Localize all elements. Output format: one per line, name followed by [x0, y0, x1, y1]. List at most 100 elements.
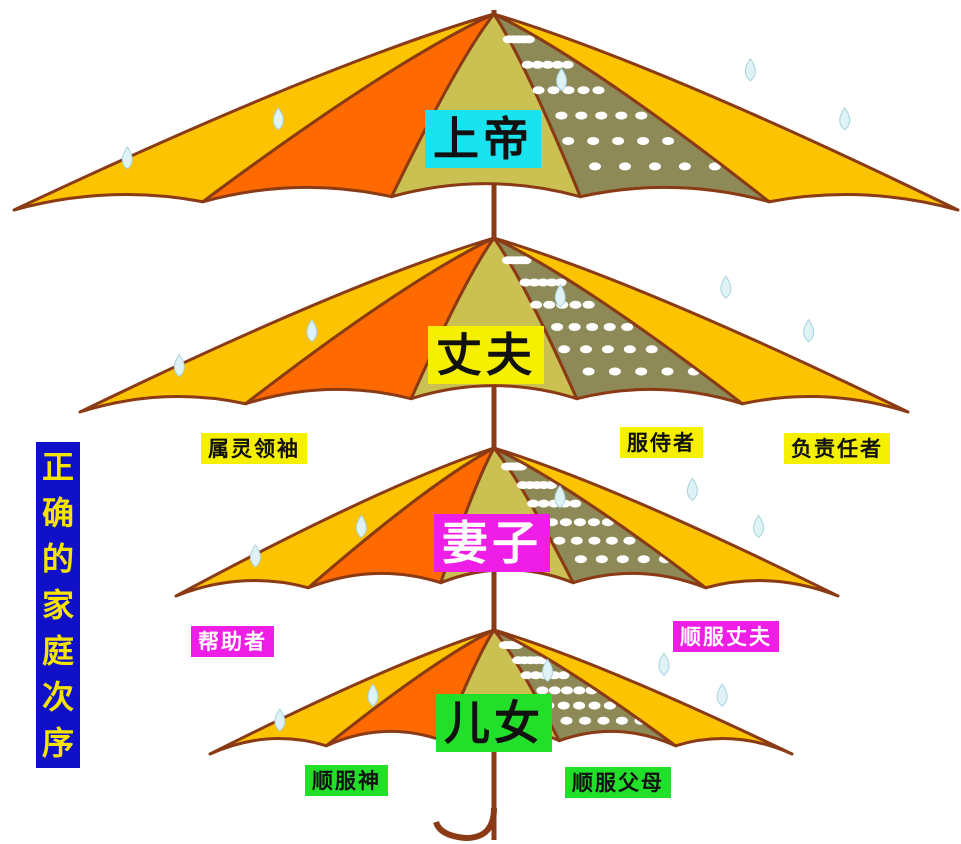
side-title-char: 正: [41, 448, 74, 486]
raindrop: [744, 57, 756, 82]
polka-dot: [570, 536, 583, 545]
umbrella-panel: [492, 446, 840, 598]
label-husband: 丈夫: [428, 326, 544, 384]
raindrop: [803, 318, 815, 343]
polka-dot: [537, 499, 550, 508]
side-title-correct-family-order: 正 确 的 家 庭 次 序: [36, 442, 80, 768]
polka-dot: [551, 323, 564, 331]
polka-dot: [592, 86, 605, 95]
polka-dot: [551, 60, 564, 69]
polka-dot: [522, 35, 535, 44]
polka-dot: [520, 671, 533, 680]
polka-dot: [557, 671, 570, 680]
polka-dot: [645, 345, 658, 354]
polka-dot: [557, 701, 570, 710]
polka-dot: [580, 345, 592, 354]
raindrop: [249, 544, 261, 568]
polka-dot: [635, 367, 648, 376]
polka-dot: [582, 300, 595, 309]
raindrop: [274, 708, 286, 732]
polka-dot: [554, 278, 567, 287]
umbrella-panel: [492, 628, 794, 756]
raindrop: [720, 275, 732, 299]
side-title-char: 确: [41, 494, 74, 532]
polka-dot: [561, 60, 574, 69]
polka-dot: [530, 300, 543, 309]
umbrella-handle: [433, 807, 497, 842]
raindrop: [686, 477, 698, 502]
polka-dot: [588, 701, 601, 710]
role-spiritual-leader: 属灵领袖: [201, 433, 307, 464]
polka-dot: [603, 323, 616, 331]
polka-dot: [569, 300, 582, 309]
polka-dot: [575, 111, 588, 120]
polka-dot: [531, 60, 544, 69]
polka-dot: [527, 499, 540, 508]
polka-dot: [597, 716, 610, 725]
polka-dot: [519, 278, 532, 287]
raindrop: [554, 284, 566, 308]
raindrop: [121, 146, 133, 170]
polka-dot: [615, 716, 628, 725]
raindrop: [658, 652, 670, 676]
side-title-char: 次: [41, 678, 74, 716]
raindrop: [173, 353, 185, 378]
umbrella-god: [12, 12, 960, 212]
polka-dot: [573, 686, 586, 695]
polka-dot: [619, 162, 631, 171]
polka-dot: [588, 536, 601, 545]
raindrop: [716, 683, 728, 707]
label-wife: 妻子: [434, 514, 550, 572]
raindrop: [554, 484, 566, 509]
polka-dot: [586, 323, 599, 331]
side-title-char: 序: [41, 724, 74, 762]
polka-dot: [579, 716, 591, 725]
polka-dot: [661, 367, 674, 376]
polka-dot: [573, 518, 586, 527]
role-helper: 帮助者: [191, 626, 274, 657]
polka-dot: [623, 536, 636, 545]
polka-dot: [601, 345, 614, 354]
polka-dot: [616, 555, 629, 564]
raindrop: [542, 658, 554, 683]
polka-dot: [562, 86, 575, 95]
side-title-char: 的: [41, 540, 74, 578]
polka-dot: [623, 345, 636, 354]
role-servant: 服侍者: [620, 427, 703, 458]
polka-dot: [577, 86, 590, 95]
polka-dot: [547, 86, 560, 95]
polka-dot: [615, 111, 628, 120]
side-title-char: 家: [41, 586, 74, 624]
polka-dot: [573, 701, 586, 710]
polka-dot: [558, 345, 571, 354]
polka-dot: [595, 111, 608, 120]
polka-dot: [637, 137, 650, 145]
raindrop: [839, 106, 851, 131]
raindrop: [272, 106, 284, 131]
role-obey-parents: 顺服父母: [565, 767, 671, 798]
raindrop: [556, 67, 568, 92]
polka-dot: [587, 518, 600, 527]
label-god: 上帝: [425, 110, 541, 168]
polka-dot: [582, 367, 595, 376]
polka-dot: [568, 323, 581, 331]
polka-dot: [559, 518, 572, 527]
polka-dot: [635, 111, 648, 120]
polka-dot: [603, 701, 616, 710]
polka-dot: [545, 481, 557, 490]
polka-dot: [528, 278, 541, 287]
raindrop: [306, 318, 318, 343]
polka-dot: [595, 555, 608, 564]
polka-dot: [536, 686, 549, 695]
polka-dot: [543, 300, 556, 309]
polka-dot: [569, 499, 582, 508]
polka-dot: [662, 137, 675, 145]
polka-dot: [587, 137, 600, 145]
umbrella-panel: [492, 12, 960, 212]
polka-dot: [560, 716, 573, 725]
polka-dot: [519, 256, 532, 265]
raindrop: [753, 514, 765, 539]
polka-dot: [637, 555, 650, 564]
polka-dot: [537, 278, 550, 287]
